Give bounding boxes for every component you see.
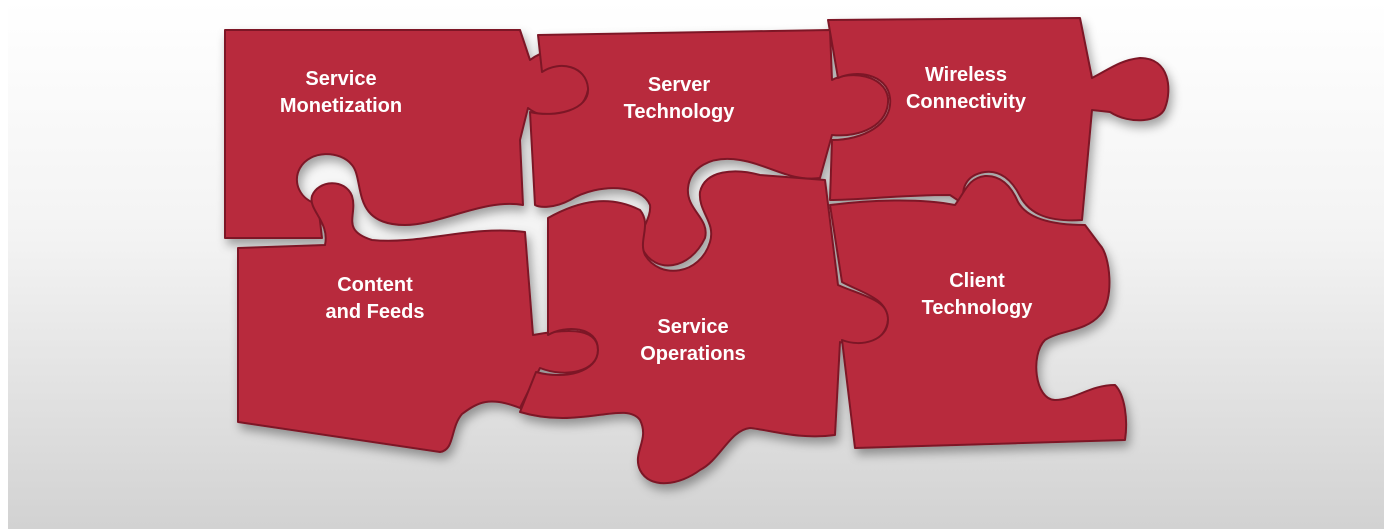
- puzzle-group: [224, 17, 1170, 485]
- piece-service-operations: [519, 170, 890, 485]
- label-service-operations-line2: Operations: [640, 343, 746, 365]
- piece-server-technology: [529, 29, 890, 267]
- label-server-technology-line2: Technology: [623, 101, 735, 123]
- label-service-monetization-line2: Monetization: [279, 95, 403, 117]
- label-service-operations-line1: Service: [657, 316, 729, 338]
- label-service-monetization-line1: Service: [305, 68, 377, 90]
- label-client-technology-line2: Technology: [921, 297, 1033, 319]
- label-content-and-feeds-line2: and Feeds: [325, 301, 425, 323]
- label-content-and-feeds: Content and Feeds: [275, 272, 475, 326]
- label-wireless-connectivity-line2: Connectivity: [905, 91, 1027, 113]
- label-client-technology-line1: Client: [949, 270, 1005, 292]
- label-client-technology: Client Technology: [877, 268, 1077, 322]
- label-content-and-feeds-line1: Content: [337, 274, 413, 296]
- label-server-technology-line1: Server: [647, 74, 711, 96]
- piece-wireless-connectivity: [827, 17, 1170, 222]
- label-service-operations: Service Operations: [593, 314, 793, 368]
- piece-client-technology: [829, 174, 1128, 449]
- label-wireless-connectivity-line1: Wireless: [924, 64, 1008, 86]
- label-wireless-connectivity: Wireless Connectivity: [866, 62, 1066, 116]
- label-server-technology: Server Technology: [579, 72, 779, 126]
- label-service-monetization: Service Monetization: [241, 66, 441, 120]
- piece-content-and-feeds: [237, 182, 599, 453]
